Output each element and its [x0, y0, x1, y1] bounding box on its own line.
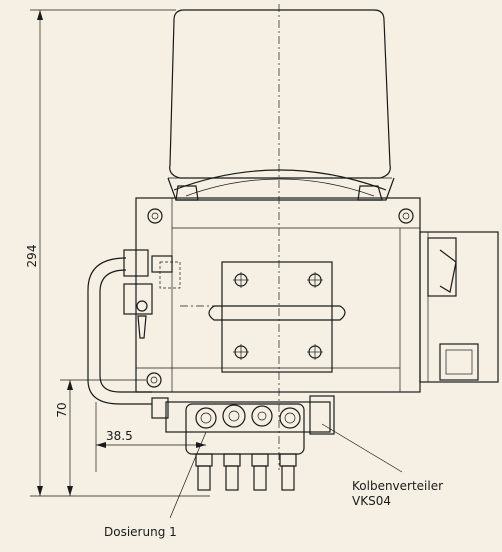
dim-label-70: 70 — [55, 402, 69, 417]
reservoir — [167, 9, 395, 201]
motor-housing — [419, 231, 499, 383]
label-kolbenverteiler: Kolbenverteiler — [352, 479, 443, 493]
dimension-overall-height — [30, 9, 210, 497]
dim-label-294: 294 — [25, 245, 39, 268]
dimension-dosing-offset — [95, 402, 206, 472]
leader-distributor — [321, 423, 403, 473]
label-dosierung: Dosierung 1 — [104, 525, 177, 539]
piston-distributor — [165, 395, 335, 491]
dim-label-38-5: 38.5 — [106, 429, 133, 443]
pump-body — [135, 197, 421, 393]
leader-dosing — [169, 431, 207, 519]
label-vks04: VKS04 — [352, 494, 391, 508]
dimension-distributor-height — [60, 379, 146, 496]
hose — [87, 249, 181, 419]
